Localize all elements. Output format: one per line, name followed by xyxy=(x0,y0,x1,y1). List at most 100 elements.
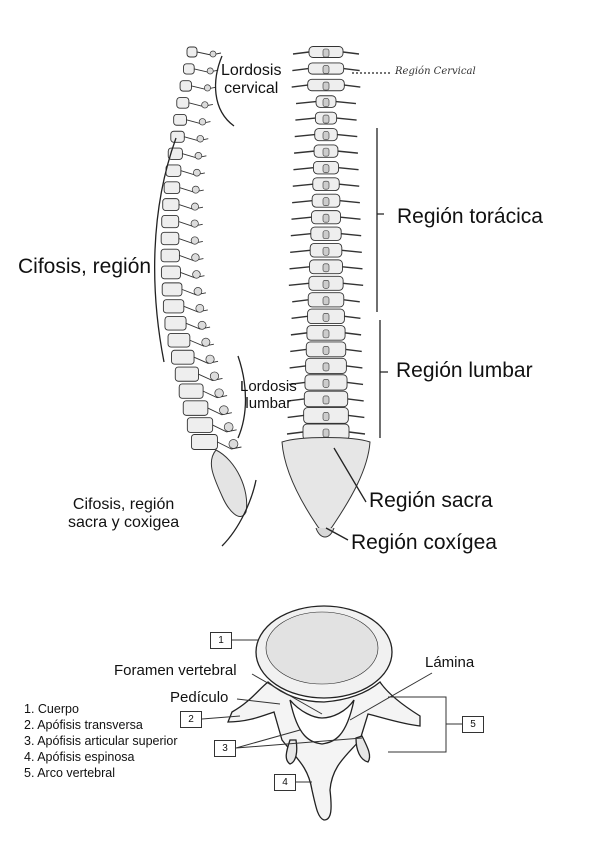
posterior-spinous-process xyxy=(322,48,330,58)
posterior-sacrum xyxy=(281,437,371,532)
lateral-vertebra xyxy=(186,417,214,433)
lateral-facet xyxy=(190,219,199,228)
lateral-facet xyxy=(203,84,211,92)
line-region-sacra xyxy=(333,447,367,503)
lateral-facet xyxy=(191,202,199,211)
posterior-spinous-process xyxy=(322,313,330,322)
line-pediculo xyxy=(236,698,281,705)
label-cifosis-sacra-line2: sacra y coxigea xyxy=(68,513,180,531)
lateral-facet xyxy=(198,118,207,126)
bracket-lordosis-cervical xyxy=(214,55,235,127)
posterior-spinous-process xyxy=(322,98,330,107)
lateral-vertebra xyxy=(161,215,180,229)
lateral-facet xyxy=(219,405,229,415)
posterior-spinous-process xyxy=(322,147,330,157)
label-lordosis-lumbar: Lordosis lumbar xyxy=(240,378,297,413)
lateral-facet xyxy=(192,270,201,279)
vertebra-drawing xyxy=(227,605,421,821)
posterior-transverse-process xyxy=(292,199,360,204)
posterior-spinous-process xyxy=(322,131,330,140)
posterior-spinous-process xyxy=(322,164,330,173)
bracket-region-lumbar xyxy=(379,320,388,438)
posterior-spinous-process xyxy=(322,114,330,124)
line-foramen xyxy=(251,673,323,715)
lateral-spinous-process xyxy=(217,441,242,450)
line-box-3 xyxy=(235,729,363,749)
lateral-vertebra xyxy=(186,46,198,58)
numbered-legend: 1. Cuerpo 2. Apófisis transversa 3. Apóf… xyxy=(24,702,178,781)
lateral-sacrum xyxy=(210,449,248,518)
lateral-facet xyxy=(228,439,239,449)
label-region-lumbar: Región lumbar xyxy=(396,359,533,382)
box-4: 4 xyxy=(274,774,296,791)
posterior-transverse-process xyxy=(294,150,358,154)
lateral-facet xyxy=(195,304,205,313)
posterior-spinous-process xyxy=(322,296,330,306)
lateral-facet xyxy=(201,101,209,109)
posterior-spinous-process xyxy=(322,180,330,190)
posterior-spinous-process xyxy=(322,412,330,421)
posterior-spinous-process xyxy=(322,329,330,339)
label-pediculo: Pedículo xyxy=(170,689,229,706)
lateral-facet xyxy=(223,422,234,432)
posterior-spinous-process xyxy=(322,346,330,355)
lateral-vertebra xyxy=(160,248,180,263)
lateral-spinous-process xyxy=(196,51,222,56)
posterior-transverse-process xyxy=(290,249,362,253)
lateral-vertebra xyxy=(160,231,180,246)
legend-item-1: 1. Cuerpo xyxy=(24,702,79,716)
box-3: 3 xyxy=(214,740,236,757)
posterior-transverse-process xyxy=(290,233,362,237)
posterior-transverse-process xyxy=(289,266,363,270)
lateral-spinous-process xyxy=(193,356,219,364)
posterior-coccyx xyxy=(315,527,335,538)
lateral-vertebra xyxy=(179,80,192,92)
lateral-spinous-process xyxy=(178,221,203,227)
posterior-transverse-process xyxy=(286,431,366,435)
lateral-vertebra xyxy=(160,265,181,280)
lateral-spinous-process xyxy=(191,85,216,90)
lateral-spinous-process xyxy=(194,68,219,73)
bracket-cifosis-toracica xyxy=(154,137,177,363)
label-lordosis-cervical: Lordosis cervical xyxy=(221,62,281,98)
label-region-cervical: Región Cervical xyxy=(395,66,476,77)
label-region-coxigea: Región coxígea xyxy=(351,531,497,554)
lateral-vertebra xyxy=(173,113,187,126)
label-lordosis-lumbar-line2: lumbar xyxy=(245,394,292,412)
posterior-spinous-process xyxy=(322,428,330,438)
bracket-cifosis-sacra xyxy=(221,479,257,547)
posterior-spinous-process xyxy=(322,263,330,273)
lateral-facet xyxy=(191,185,200,194)
label-lordosis-lumbar-line1: Lordosis xyxy=(240,378,297,395)
label-lamina: Lámina xyxy=(425,654,475,671)
posterior-spinous-process xyxy=(322,213,330,223)
lateral-spinous-process xyxy=(180,170,205,176)
bracket-lordosis-lumbar xyxy=(237,355,247,439)
lateral-facet xyxy=(205,354,215,364)
lateral-spinous-process xyxy=(186,119,211,124)
lateral-facet xyxy=(196,135,204,143)
posterior-transverse-process xyxy=(288,398,364,402)
lateral-vertebra xyxy=(171,349,195,365)
posterior-spinous-process xyxy=(322,65,330,74)
lateral-facet xyxy=(190,236,199,245)
lateral-facet xyxy=(191,253,200,262)
box-1: 1 xyxy=(210,632,232,649)
label-lordosis-cervical-line1: Lordosis xyxy=(221,62,282,79)
line-box-2 xyxy=(201,715,241,720)
bracket-box-5 xyxy=(388,696,462,753)
label-lordosis-cervical-line2: cervical xyxy=(224,79,279,97)
posterior-spinous-process xyxy=(322,379,330,388)
label-cifosis-sacra-line1: Cifosis, región xyxy=(72,496,175,513)
lateral-facet xyxy=(194,151,203,160)
lateral-spine-drawing xyxy=(160,46,248,518)
lateral-spinous-process xyxy=(202,390,228,399)
legend-item-5: 5. Arco vertebral xyxy=(24,765,116,780)
posterior-transverse-process xyxy=(289,365,363,369)
lateral-facet xyxy=(214,388,224,398)
posterior-transverse-process xyxy=(294,133,358,138)
lateral-vertebra xyxy=(182,400,209,416)
posterior-spinous-process xyxy=(322,395,330,405)
